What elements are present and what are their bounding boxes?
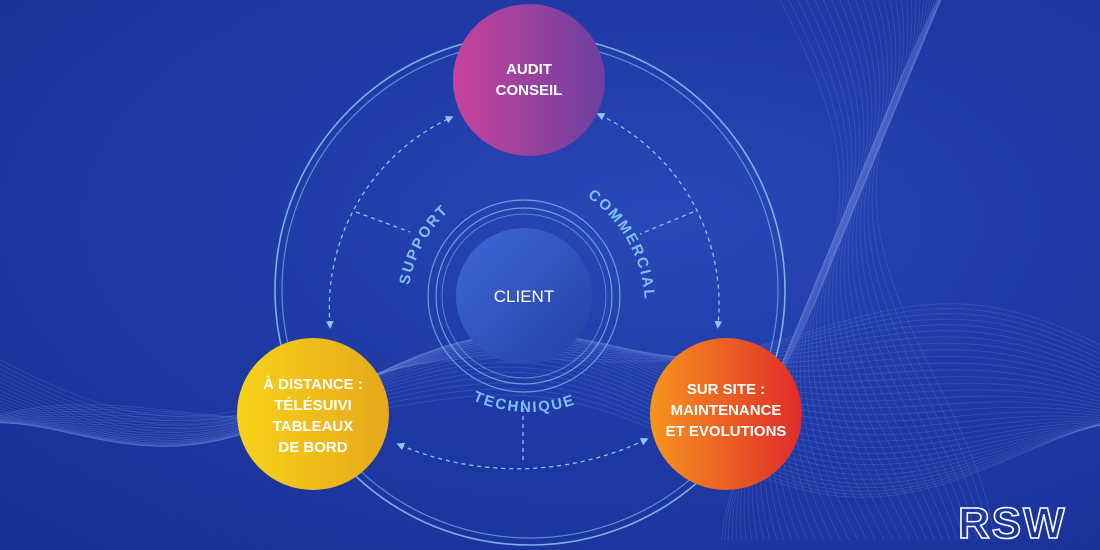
wave-line <box>807 0 928 541</box>
wave-line <box>0 357 1100 471</box>
node-audit-conseil-label-2: CONSEIL <box>496 82 563 99</box>
node-sur-site-label-2: MAINTENANCE <box>671 402 782 419</box>
node-a-distance <box>237 338 389 490</box>
spoke-commercial <box>639 211 694 235</box>
wave-line <box>0 361 1100 476</box>
node-a-distance-label-3: TABLEAUX <box>273 418 354 435</box>
wave-line <box>799 0 921 541</box>
wave-line <box>0 376 1100 489</box>
spoke-support <box>355 211 411 233</box>
center-node-label: CLIENT <box>494 287 554 306</box>
wave-line <box>823 0 937 541</box>
wave-line <box>839 0 941 541</box>
wave-line <box>843 0 943 541</box>
wave-line <box>847 0 951 541</box>
wave-line <box>863 0 978 541</box>
node-a-distance-label-4: DE BORD <box>278 439 347 456</box>
wave-line <box>831 0 940 541</box>
wave-line <box>819 0 935 541</box>
wave-line <box>803 0 924 541</box>
connector-top-right <box>596 113 723 329</box>
wave-line <box>795 0 917 541</box>
node-a-distance-label-1: À DISTANCE : <box>263 376 363 393</box>
wave-line <box>815 0 933 541</box>
wave-line <box>835 0 941 541</box>
wave-line <box>0 394 1100 498</box>
wave-line <box>875 0 995 541</box>
node-a-distance-label-2: TÉLÉSUIVI <box>274 397 352 414</box>
arc-label-commercial: COMMERCIAL <box>585 186 658 301</box>
wave-line <box>811 0 931 541</box>
wave-line <box>859 0 972 541</box>
node-audit-conseil <box>453 4 605 156</box>
node-sur-site-label-3: ET EVOLUTIONS <box>666 423 787 440</box>
wave-line <box>0 371 1100 485</box>
connector-right-left <box>396 438 649 470</box>
wave-line <box>855 0 965 541</box>
wave-line <box>851 0 958 541</box>
wave-line <box>867 0 984 541</box>
wave-line <box>0 303 1100 417</box>
wave-line <box>871 0 990 541</box>
wave-line <box>0 366 1100 480</box>
node-audit-conseil-label-1: AUDIT <box>506 61 552 78</box>
node-sur-site-label-1: SUR SITE : <box>687 381 765 398</box>
node-sur-site <box>650 338 802 490</box>
rsw-logo: RSW <box>958 499 1067 548</box>
wave-line <box>827 0 939 541</box>
wave-line <box>791 0 913 541</box>
wave-line <box>0 382 1100 492</box>
dashed-connectors <box>325 113 723 470</box>
wave-line <box>0 388 1100 495</box>
center-node <box>456 228 592 364</box>
connector-left-top <box>325 116 454 329</box>
